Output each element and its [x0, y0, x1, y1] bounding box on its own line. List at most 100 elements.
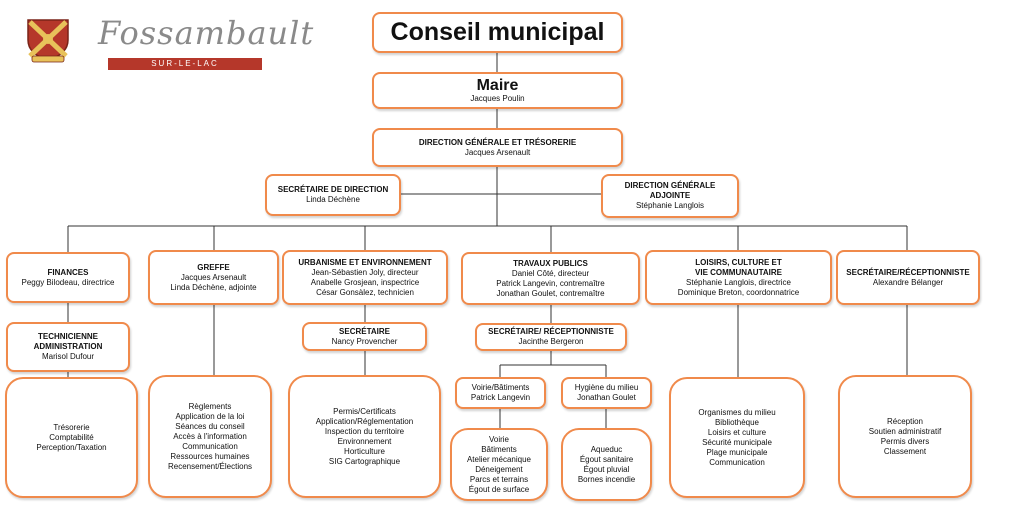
- hygiene-box: Hygiène du milieu Jonathan Goulet: [561, 377, 652, 409]
- finances-title: FINANCES: [47, 267, 89, 277]
- finances-box: FINANCES Peggy Bilodeau, directrice: [6, 252, 130, 303]
- task-item: Classement: [883, 446, 927, 456]
- task-item: Accès à l'information: [173, 431, 247, 441]
- tech-admin-name: Marisol Dufour: [41, 352, 94, 361]
- mayor-name: Jacques Poulin: [470, 94, 525, 104]
- task-item: Déneigement: [475, 464, 523, 474]
- task-item: Permis divers: [880, 436, 930, 446]
- urb-secretary-title: SECRÉTAIRE: [339, 326, 390, 336]
- task-item: Permis/Certificats: [333, 406, 396, 416]
- council-title: Conseil municipal: [390, 17, 605, 46]
- tp-secretary-name: Jacinthe Bergeron: [518, 337, 584, 346]
- urb-secretary-box: SECRÉTAIRE Nancy Provencher: [302, 322, 427, 351]
- urbanisme-box: URBANISME ET ENVIRONNEMENT Jean-Sébastie…: [282, 250, 448, 305]
- task-item: Trésorerie: [53, 422, 90, 432]
- finances-name: Peggy Bilodeau, directrice: [21, 277, 115, 287]
- dg-name: Jacques Arsenault: [464, 147, 531, 157]
- task-item: Ressources humaines: [170, 451, 250, 461]
- task-item: Horticulture: [344, 446, 385, 456]
- tp-secretary-title: SECRÉTAIRE/ RÉCEPTIONNISTE: [488, 327, 614, 336]
- travaux-line-3: Jonathan Goulet, contremaître: [496, 288, 605, 298]
- task-item: Environnement: [337, 436, 392, 446]
- greffe-line-1: Jacques Arsenault: [180, 272, 247, 282]
- brand-subtitle: SUR-LE-LAC: [108, 58, 262, 70]
- reception-title: SECRÉTAIRE/RÉCEPTIONNISTE: [846, 267, 970, 277]
- task-item: Soutien administratif: [868, 426, 942, 436]
- urbanisme-title: URBANISME ET ENVIRONNEMENT: [298, 257, 432, 267]
- coat-of-arms-logo: [22, 16, 74, 69]
- brand-wordmark: Fossambault SUR-LE-LAC: [82, 10, 313, 76]
- brand-name: Fossambault: [98, 14, 315, 52]
- urb-secretary-name: Nancy Provencher: [331, 336, 398, 346]
- travaux-box: TRAVAUX PUBLICS Daniel Côté, directeur P…: [461, 252, 640, 305]
- task-item: Égout de surface: [468, 484, 530, 494]
- urbanisme-line-3: César Gonsàlez, technicien: [316, 287, 414, 297]
- voirie-name: Patrick Langevin: [470, 393, 531, 402]
- task-item: Réception: [886, 416, 923, 426]
- task-item: Bibliothèque: [714, 417, 760, 427]
- tp-secretary-box: SECRÉTAIRE/ RÉCEPTIONNISTE Jacinthe Berg…: [475, 323, 627, 351]
- task-item: Égout sanitaire: [579, 454, 634, 464]
- task-item: Sécurité municipale: [702, 437, 772, 447]
- voirie-box: Voirie/Bâtiments Patrick Langevin: [455, 377, 546, 409]
- task-item: Plage municipale: [706, 447, 768, 457]
- travaux-line-1: Daniel Côté, directeur: [511, 268, 590, 278]
- task-item: Bornes incendie: [577, 474, 636, 484]
- task-item: Parcs et terrains: [469, 474, 529, 484]
- task-item: Bâtiments: [481, 444, 517, 454]
- hygiene-name: Jonathan Goulet: [577, 393, 636, 402]
- dg-adjoint-title-1: DIRECTION GÉNÉRALE: [624, 181, 716, 190]
- reception-name: Alexandre Bélanger: [872, 277, 944, 287]
- greffe-box: GREFFE Jacques Arsenault Linda Déchène, …: [148, 250, 279, 305]
- voirie-title: Voirie/Bâtiments: [471, 383, 530, 392]
- travaux-title: TRAVAUX PUBLICS: [513, 258, 588, 268]
- dg-box: DIRECTION GÉNÉRALE ET TRÉSORERIE Jacques…: [372, 128, 623, 167]
- task-item: Égout pluvial: [583, 464, 630, 474]
- task-item: Aqueduc: [590, 444, 623, 454]
- greffe-line-2: Linda Déchène, adjointe: [170, 282, 257, 292]
- secretary-direction-title: SECRÉTAIRE DE DIRECTION: [277, 185, 389, 194]
- task-item: Communication: [182, 441, 238, 451]
- loisirs-line-1: Stéphanie Langlois, directrice: [686, 277, 791, 287]
- task-item: Séances du conseil: [175, 421, 245, 431]
- task-item: Application de la loi: [175, 411, 245, 421]
- mayor-box: Maire Jacques Poulin: [372, 72, 623, 109]
- tech-admin-title-1: TECHNICIENNE: [37, 332, 98, 341]
- task-item: Atelier mécanique: [466, 454, 532, 464]
- dg-adjoint-box: DIRECTION GÉNÉRALE ADJOINTE Stéphanie La…: [601, 174, 739, 218]
- secretary-direction-box: SECRÉTAIRE DE DIRECTION Linda Déchène: [265, 174, 401, 216]
- tech-admin-box: TECHNICIENNE ADMINISTRATION Marisol Dufo…: [6, 322, 130, 372]
- tech-admin-title-2: ADMINISTRATION: [33, 342, 103, 351]
- hygiene-title: Hygiène du milieu: [574, 383, 639, 392]
- mayor-title: Maire: [476, 76, 519, 94]
- task-item: Perception/Taxation: [36, 442, 107, 452]
- task-item: Organismes du milieu: [698, 407, 776, 417]
- task-item: Communication: [709, 457, 765, 467]
- task-item: SIG Cartographique: [328, 456, 401, 466]
- council-box: Conseil municipal: [372, 12, 623, 53]
- task-item: Inspection du territoire: [324, 426, 405, 436]
- task-item: Loisirs et culture: [707, 427, 767, 437]
- reception-box: SECRÉTAIRE/RÉCEPTIONNISTE Alexandre Béla…: [836, 250, 980, 305]
- urbanisme-line-2: Anabelle Grosjean, inspectrice: [310, 277, 420, 287]
- task-item: Comptabilité: [49, 432, 94, 442]
- task-item: Recensement/Élections: [167, 461, 253, 471]
- dg-adjoint-title-2: ADJOINTE: [649, 191, 691, 200]
- loisirs-title-2: VIE COMMUNAUTAIRE: [695, 267, 782, 277]
- loisirs-box: LOISIRS, CULTURE ET VIE COMMUNAUTAIRE St…: [645, 250, 832, 305]
- secretary-direction-name: Linda Déchène: [306, 195, 360, 204]
- shield-icon: [27, 19, 69, 63]
- travaux-line-2: Patrick Langevin, contremaître: [496, 278, 605, 288]
